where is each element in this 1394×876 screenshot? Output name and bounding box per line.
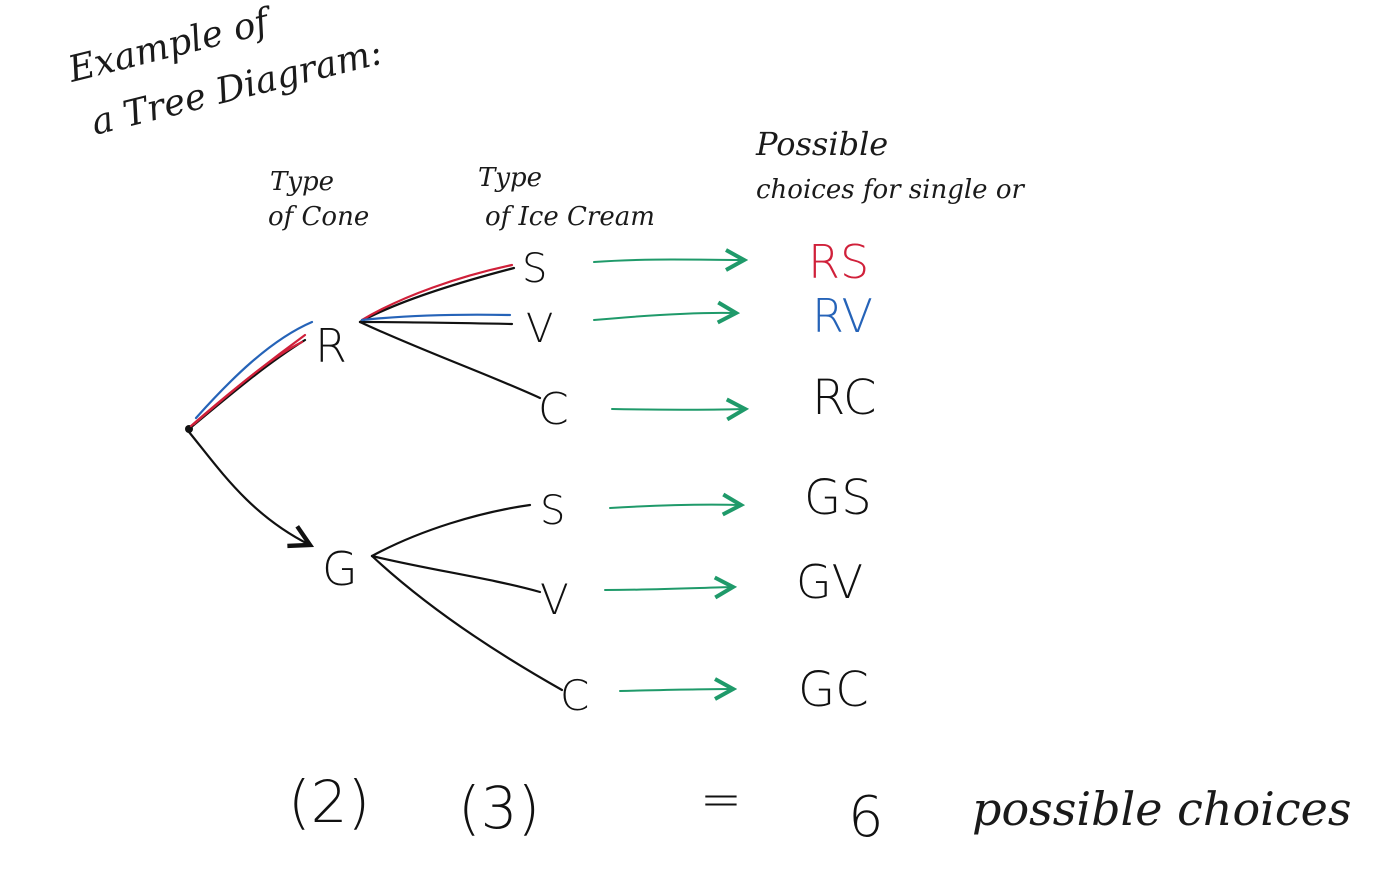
- branch-g-s: [370, 503, 532, 558]
- outcome-gv: GV: [796, 555, 863, 609]
- branch-root-r: [187, 338, 307, 431]
- outcome-gs: GS: [804, 470, 872, 526]
- outcome-rc: RC: [812, 370, 876, 426]
- equation-label: possible choices: [972, 782, 1351, 836]
- choices-header-line-1: Possible: [755, 125, 888, 163]
- cone-node-r: R: [315, 319, 347, 373]
- flavor-node-g-c: C: [560, 671, 589, 720]
- flavor-node-g-s: S: [540, 488, 565, 534]
- arrow-6: [619, 689, 733, 691]
- arrow-4: [609, 505, 741, 508]
- branch-root-r-blue: [194, 320, 314, 420]
- arrow-1: [593, 260, 744, 263]
- icecream-header-line-2: of Ice Cream: [485, 202, 655, 232]
- branch-r-s: [358, 266, 516, 324]
- branch-r-v-blue: [360, 313, 512, 322]
- outcome-rv: RV: [812, 289, 873, 343]
- branch-g-c: [370, 554, 564, 692]
- cone-node-g: G: [322, 542, 358, 596]
- flavor-node-r-s: S: [522, 246, 547, 292]
- cone-header-line-1: Type: [270, 167, 334, 197]
- equation-factor-1: (2): [288, 768, 370, 836]
- equation-equals: =: [700, 770, 742, 828]
- choices-header-line-2: choices for single or: [756, 175, 1025, 205]
- arrow-3: [611, 409, 745, 410]
- flavor-node-r-v: V: [526, 306, 553, 352]
- arrow-2: [593, 313, 736, 320]
- icecream-header-line-1: Type: [478, 163, 542, 193]
- cone-header-line-2: of Cone: [268, 202, 369, 232]
- branch-g-v: [370, 554, 542, 594]
- branch-r-v: [358, 320, 514, 326]
- branch-root-g: [187, 430, 310, 545]
- flavor-node-g-v: V: [540, 575, 569, 624]
- equation-factor-2: (3): [458, 774, 540, 842]
- outcome-rs: RS: [808, 235, 869, 289]
- arrow-5: [604, 587, 733, 590]
- outcome-gc: GC: [798, 662, 869, 718]
- branch-root-r-red-2: [192, 340, 304, 426]
- branch-r-c: [358, 320, 542, 400]
- equation-result: 6: [848, 785, 884, 850]
- flavor-node-r-c: C: [538, 384, 569, 435]
- branch-r-s-red: [360, 263, 514, 322]
